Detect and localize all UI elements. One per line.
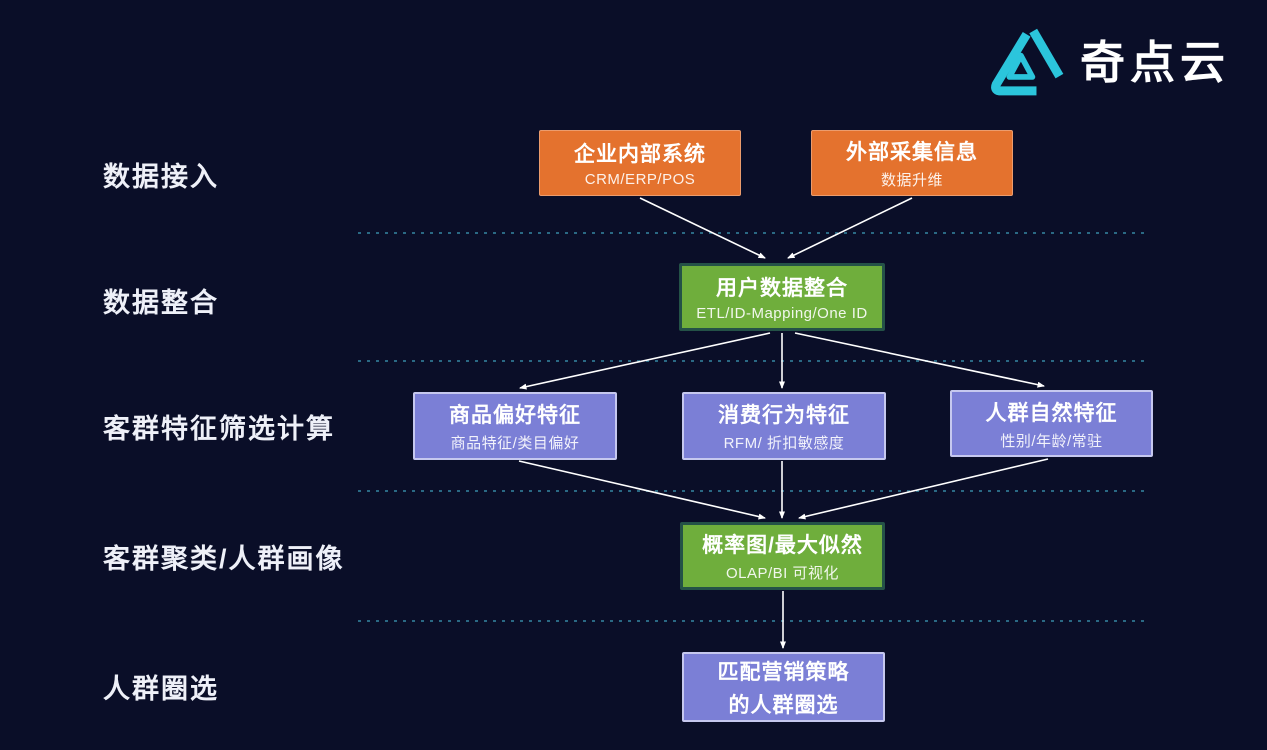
node-title: 外部采集信息	[846, 141, 978, 164]
node-subtitle: RFM/ 折扣敏感度	[723, 435, 845, 452]
logo-mark-icon	[991, 28, 1064, 96]
node-subtitle: CRM/ERP/POS	[584, 171, 696, 188]
node-title: 用户数据整合	[716, 277, 848, 300]
stage-label-data-integrate: 数据整合	[103, 288, 219, 318]
node-internal-systems: 企业内部系统 CRM/ERP/POS	[539, 130, 741, 196]
stage-label-data-access: 数据接入	[103, 162, 219, 192]
node-subtitle: 数据升维	[880, 172, 943, 189]
node-title: 消费行为特征	[718, 404, 850, 427]
logo-text: 奇点云	[1080, 37, 1231, 88]
node-subtitle: 商品特征/类目偏好	[450, 435, 580, 452]
dotted-separator-1	[358, 232, 1146, 234]
node-title: 商品偏好特征	[449, 404, 581, 427]
node-user-integration: 用户数据整合 ETL/ID-Mapping/One ID	[679, 263, 885, 331]
node-audience-selection: 匹配营销策略 的人群圈选	[682, 652, 885, 722]
stage-label-feature-calc: 客群特征筛选计算	[103, 414, 335, 444]
node-external-collect: 外部采集信息 数据升维	[811, 130, 1013, 196]
node-subtitle: ETL/ID-Mapping/One ID	[696, 305, 868, 322]
node-natural-traits: 人群自然特征 性别/年龄/常驻	[950, 390, 1153, 457]
dotted-separator-3	[358, 490, 1146, 492]
stage-label-cluster-persona: 客群聚类/人群画像	[103, 544, 345, 574]
node-clustering: 概率图/最大似然 OLAP/BI 可视化	[680, 522, 885, 590]
node-title-line2: 的人群圈选	[728, 693, 839, 717]
dotted-separator-2	[358, 360, 1146, 362]
logo: 奇点云	[984, 28, 1230, 98]
node-subtitle: OLAP/BI 可视化	[725, 565, 840, 582]
node-consume-behavior: 消费行为特征 RFM/ 折扣敏感度	[682, 392, 886, 460]
dotted-separator-4	[358, 620, 1146, 622]
node-title: 概率图/最大似然	[702, 534, 863, 557]
node-subtitle: 性别/年龄/常驻	[1000, 432, 1103, 450]
stage-label-audience-select: 人群圈选	[103, 674, 219, 704]
node-product-preference: 商品偏好特征 商品特征/类目偏好	[413, 392, 617, 460]
node-title-line1: 匹配营销策略	[717, 660, 850, 684]
node-title: 企业内部系统	[574, 143, 706, 166]
node-title: 人群自然特征	[985, 401, 1118, 425]
